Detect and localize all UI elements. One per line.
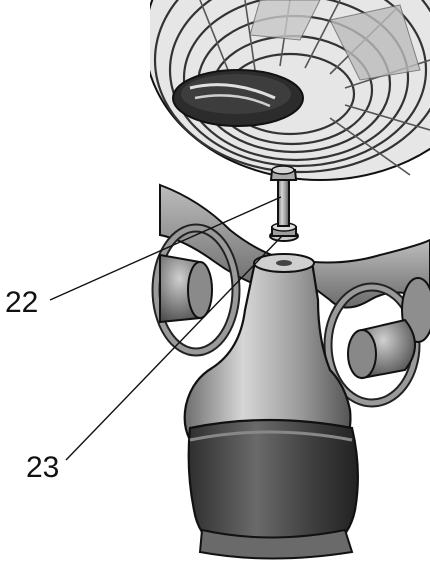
left-scroll-arm	[151, 183, 282, 357]
callout-label-23: 23	[26, 451, 59, 484]
callout-label-22: 22	[5, 286, 38, 319]
stand-base	[187, 418, 359, 560]
bolt-part-22	[269, 165, 298, 227]
leader-line-22	[49, 196, 282, 301]
fan-guard	[150, 0, 430, 181]
leader-line-23	[65, 235, 283, 461]
right-scroll-arm	[269, 238, 430, 408]
